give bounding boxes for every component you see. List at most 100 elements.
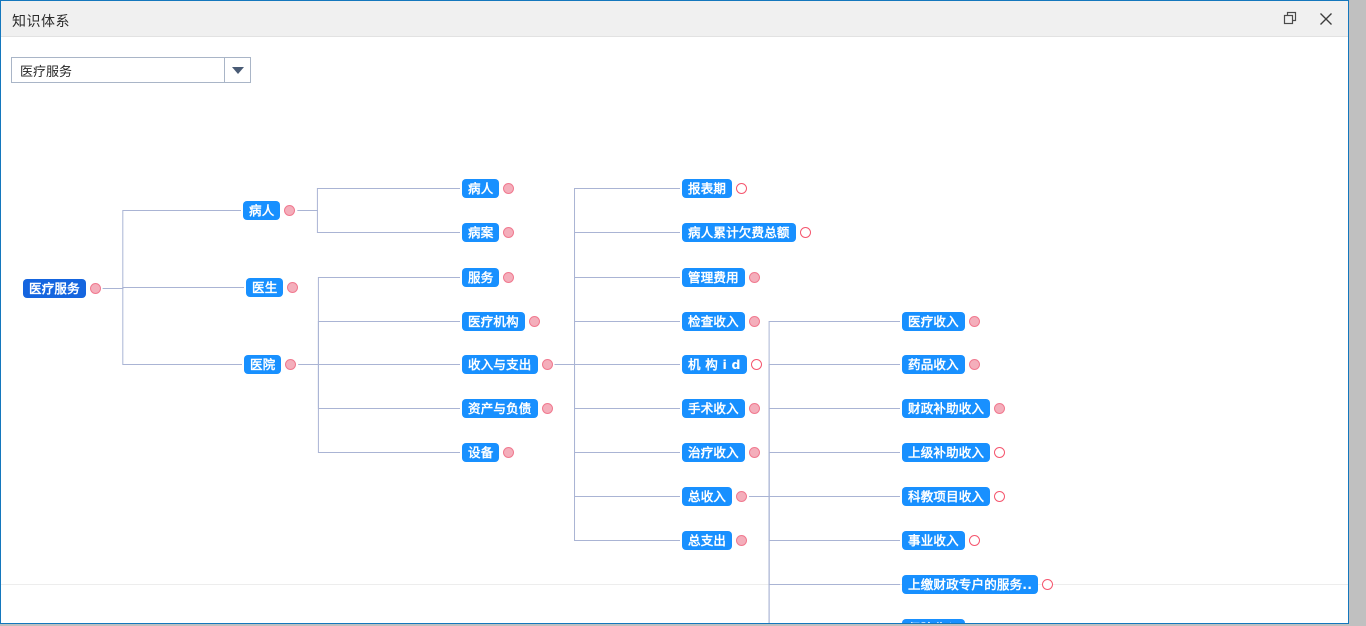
tree-edge <box>749 496 770 623</box>
tree-node[interactable]: 药品收入 <box>902 355 980 374</box>
tree-node-toggle-icon[interactable] <box>541 403 553 414</box>
tree-node-label: 上缴财政专户的服务.. <box>902 575 1039 594</box>
tree-edge <box>554 321 680 365</box>
tree-node-toggle-icon[interactable] <box>503 227 515 238</box>
restore-icon <box>1283 11 1298 26</box>
tree-node-label: 机 构 i d <box>682 355 747 374</box>
tree-node[interactable]: 治疗收入 <box>682 443 760 462</box>
tree-node-toggle-icon[interactable] <box>748 316 760 327</box>
tree-node-label: 病案 <box>462 223 500 242</box>
tree-node-label: 药品收入 <box>902 355 965 374</box>
tree-edge <box>297 210 460 233</box>
tree-edge <box>749 364 900 497</box>
tree-node-toggle-icon[interactable] <box>503 183 515 194</box>
tree-edge <box>554 364 680 497</box>
domain-select-arrow-button[interactable] <box>224 58 250 82</box>
tree-node[interactable]: 病人累计欠费总额 <box>682 223 811 242</box>
tree-node-toggle-icon[interactable] <box>736 535 748 546</box>
tree-node-toggle-icon[interactable] <box>503 272 515 283</box>
mindmap-canvas[interactable]: 医疗服务 病人医生医院 病人病案服务医疗机构收入与支出资产与负债设备 报表期病人累计欠… <box>1 83 1348 623</box>
tree-node-label: 收入与支出 <box>462 355 538 374</box>
tree-edge <box>749 452 900 497</box>
restore-button[interactable] <box>1272 1 1308 36</box>
tree-node-toggle-icon[interactable] <box>284 205 296 216</box>
tree-node-toggle-icon[interactable] <box>968 316 980 327</box>
tree-node-label: 上级补助收入 <box>902 443 991 462</box>
tree-node-label: 手术收入 <box>682 399 745 418</box>
tree-node-toggle-icon[interactable] <box>736 183 748 194</box>
tree-node[interactable]: 资产与负债 <box>462 399 553 418</box>
tree-node-label: 医疗收入 <box>902 312 965 331</box>
tree-node-toggle-icon[interactable] <box>748 272 760 283</box>
domain-select[interactable]: 医疗服务 <box>11 57 251 83</box>
close-button[interactable] <box>1308 1 1344 36</box>
tree-node-label: 医疗机构 <box>462 312 525 331</box>
tree-node-toggle-icon[interactable] <box>287 282 299 293</box>
tree-node-label: 总收入 <box>682 487 733 506</box>
toolbar: 医疗服务 <box>1 37 1348 83</box>
tree-node-label: 病人累计欠费总额 <box>682 223 796 242</box>
tree-node-toggle-icon[interactable] <box>1042 579 1054 590</box>
tree-edge <box>298 364 460 453</box>
tree-node[interactable]: 上级补助收入 <box>902 443 1006 462</box>
tree-node-toggle-icon[interactable] <box>994 403 1006 414</box>
tree-node-toggle-icon[interactable] <box>748 447 760 458</box>
tree-node[interactable]: 检查收入 <box>682 312 760 331</box>
tree-node-toggle-icon[interactable] <box>994 491 1006 502</box>
tree-node[interactable]: 保险收入 <box>902 619 980 623</box>
tree-node-toggle-icon[interactable] <box>541 359 553 370</box>
tree-node[interactable]: 科教项目收入 <box>902 487 1006 506</box>
tree-node[interactable]: 管理费用 <box>682 268 760 287</box>
tree-node[interactable]: 机 构 i d <box>682 355 762 374</box>
tree-node-toggle-icon[interactable] <box>285 359 297 370</box>
close-icon <box>1318 11 1334 27</box>
tree-node-toggle-icon[interactable] <box>528 316 540 327</box>
tree-node-label: 报表期 <box>682 179 733 198</box>
tree-node-toggle-icon[interactable] <box>968 535 980 546</box>
tree-node-toggle-icon[interactable] <box>799 227 811 238</box>
tree-node-label: 病人 <box>243 201 281 220</box>
tree-node-label: 治疗收入 <box>682 443 745 462</box>
tree-node[interactable]: 医院 <box>244 355 297 374</box>
tree-node[interactable]: 医疗收入 <box>902 312 980 331</box>
tree-edge <box>102 288 242 365</box>
tree-node-toggle-icon[interactable] <box>968 359 980 370</box>
chevron-down-icon <box>231 66 244 74</box>
tree-node-toggle-icon[interactable] <box>503 447 515 458</box>
tree-node-toggle-icon[interactable] <box>736 491 748 502</box>
tree-node[interactable]: 事业收入 <box>902 531 980 550</box>
window-titlebar: 知识体系 <box>1 1 1348 37</box>
tree-node[interactable]: 手术收入 <box>682 399 760 418</box>
tree-node[interactable]: 总收入 <box>682 487 748 506</box>
tree-node-label: 事业收入 <box>902 531 965 550</box>
tree-node-label: 管理费用 <box>682 268 745 287</box>
tree-node-label: 医生 <box>246 278 284 297</box>
tree-node[interactable]: 报表期 <box>682 179 748 198</box>
tree-node[interactable]: 财政补助收入 <box>902 399 1006 418</box>
tree-node[interactable]: 总支出 <box>682 531 748 550</box>
tree-node-toggle-icon[interactable] <box>748 403 760 414</box>
tree-node-label: 病人 <box>462 179 500 198</box>
tree-edge <box>749 496 770 623</box>
tree-node[interactable]: 上缴财政专户的服务.. <box>902 575 1054 594</box>
tree-node[interactable]: 医疗机构 <box>462 312 540 331</box>
tree-node-label: 设备 <box>462 443 500 462</box>
tree-node[interactable]: 医生 <box>246 278 299 297</box>
tree-node[interactable]: 病人 <box>462 179 515 198</box>
tree-node-label: 检查收入 <box>682 312 745 331</box>
tree-edge <box>749 496 900 541</box>
tree-node[interactable]: 病案 <box>462 223 515 242</box>
tree-edge <box>554 188 680 365</box>
tree-node[interactable]: 设备 <box>462 443 515 462</box>
tree-node-toggle-icon[interactable] <box>89 283 101 294</box>
canvas-divider <box>1 584 1348 585</box>
tree-node-toggle-icon[interactable] <box>994 447 1006 458</box>
tree-node[interactable]: 收入与支出 <box>462 355 553 374</box>
tree-node[interactable]: 服务 <box>462 268 515 287</box>
tree-node-label: 医疗服务 <box>23 279 86 298</box>
tree-node[interactable]: 医疗服务 <box>23 279 101 298</box>
tree-edge <box>554 364 680 409</box>
tree-node[interactable]: 病人 <box>243 201 296 220</box>
tree-node-toggle-icon[interactable] <box>750 359 762 370</box>
